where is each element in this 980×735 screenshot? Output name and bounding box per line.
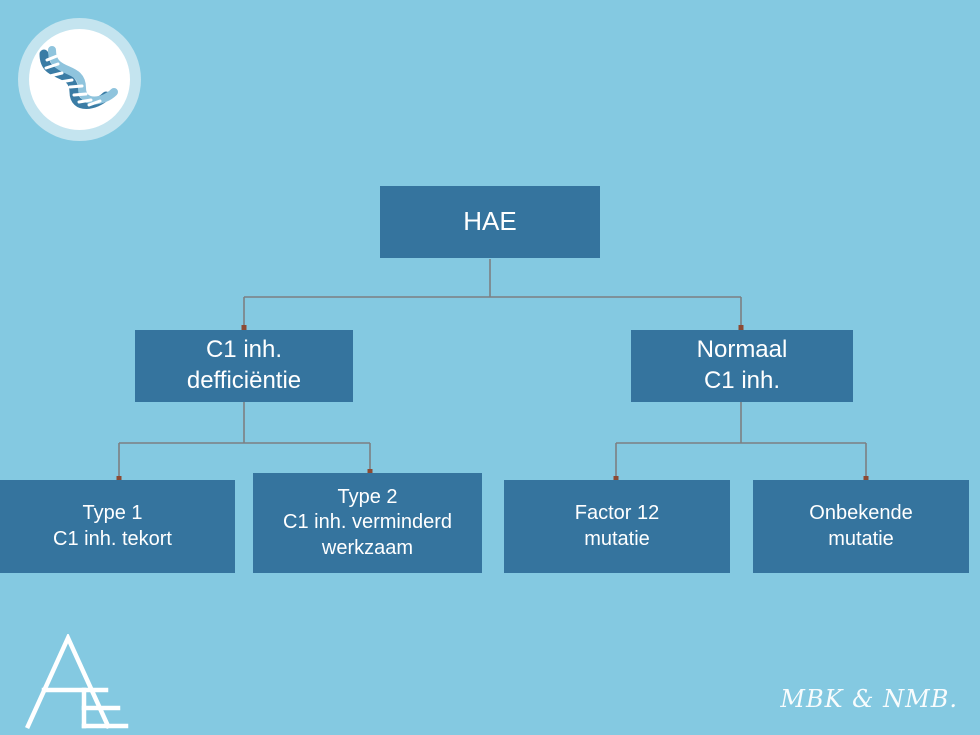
- node-type-1[interactable]: Type 1 C1 inh. tekort: [0, 480, 235, 573]
- dna-helix-icon: [39, 46, 118, 109]
- dna-logo-badge: [18, 18, 141, 141]
- node-factor-12-mutatie[interactable]: Factor 12 mutatie: [504, 480, 730, 573]
- node-onbekende-mutatie[interactable]: Onbekende mutatie: [753, 480, 969, 573]
- node-hae[interactable]: HAE: [380, 186, 600, 258]
- node-c1-inh-defficientie[interactable]: C1 inh. defficiëntie: [135, 330, 353, 402]
- ae-monogram-logo: [25, 634, 129, 729]
- node-type-2[interactable]: Type 2 C1 inh. verminderd werkzaam: [253, 473, 482, 573]
- node-normaal-c1-inh[interactable]: Normaal C1 inh.: [631, 330, 853, 402]
- signature-text: MBK & NMB.: [780, 685, 958, 713]
